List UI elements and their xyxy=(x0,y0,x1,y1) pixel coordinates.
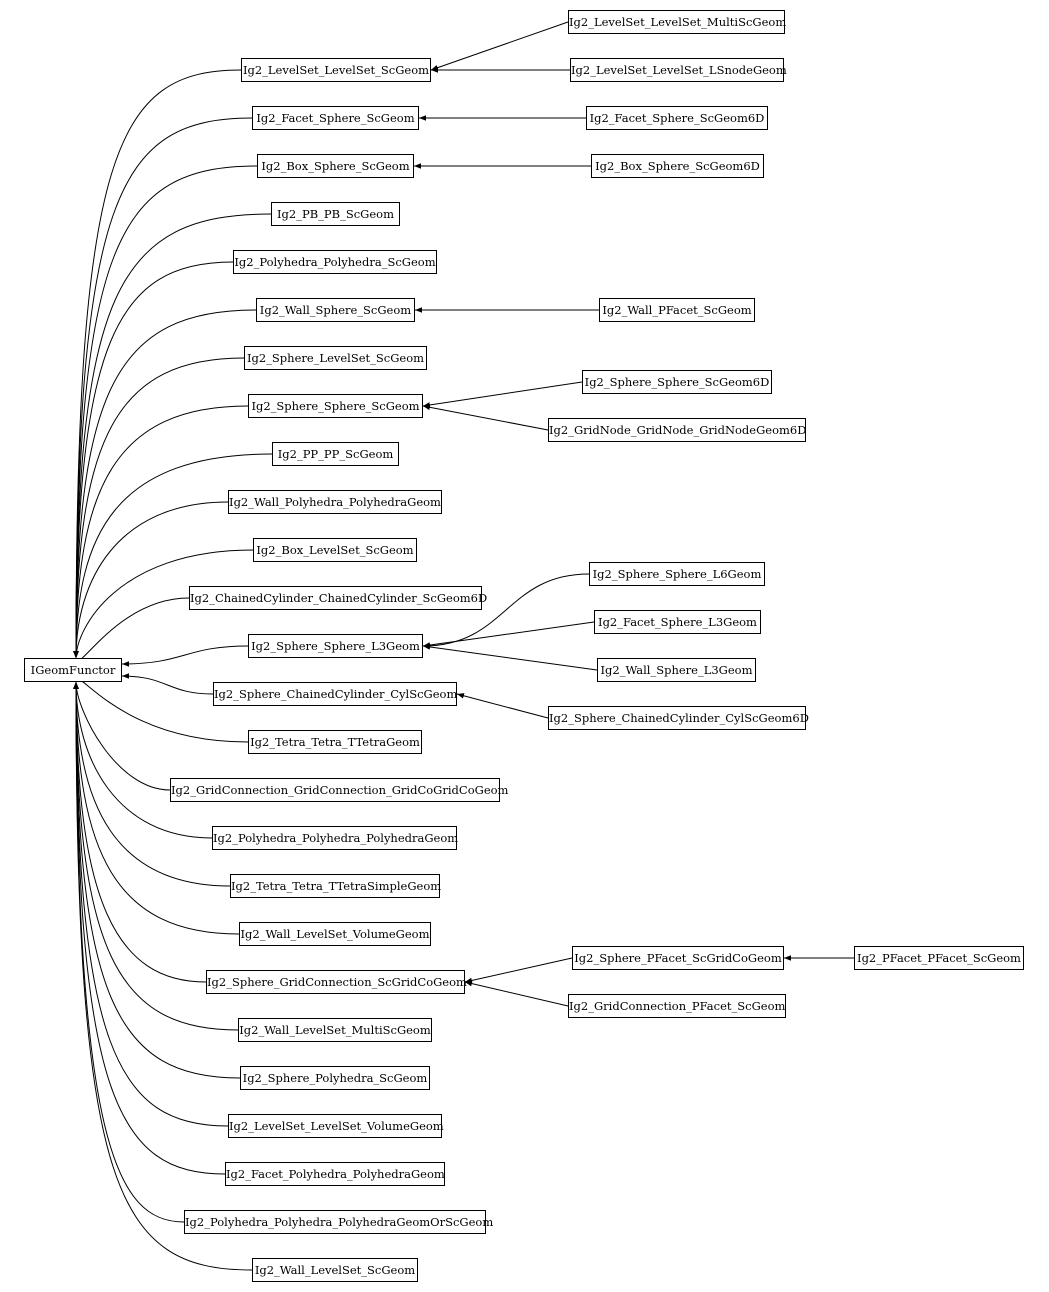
class-node-ig2-box-sphere-scgeom6d[interactable]: Ig2_Box_Sphere_ScGeom6D xyxy=(591,154,764,178)
edge-ig2-gridconnection-gridconnection-gridcogridcogeom-to-igeomfunctor xyxy=(73,681,171,791)
class-node-ig2-tetra-tetra-ttetrasimplegeom[interactable]: Ig2_Tetra_Tetra_TTetraSimpleGeom xyxy=(230,874,441,898)
edge-ig2-box-sphere-scgeom-to-igeomfunctor xyxy=(73,165,258,659)
class-node-ig2-facet-sphere-l3geom[interactable]: Ig2_Facet_Sphere_L3Geom xyxy=(594,610,761,634)
edge-ig2-sphere-sphere-l3geom-to-igeomfunctor xyxy=(121,645,249,667)
class-node-ig2-wall-pfacet-scgeom[interactable]: Ig2_Wall_PFacet_ScGeom xyxy=(599,298,755,322)
edge-ig2-wall-levelset-multiscgeom-to-igeomfunctor xyxy=(73,681,239,1031)
edge-ig2-levelset-levelset-multiscgeom-to-ig2-levelset-levelset-scgeom xyxy=(430,21,569,71)
class-node-ig2-sphere-chainedcylinder-cylscgeom[interactable]: Ig2_Sphere_ChainedCylinder_CylScGeom xyxy=(213,682,457,706)
class-node-ig2-facet-sphere-scgeom[interactable]: Ig2_Facet_Sphere_ScGeom xyxy=(252,106,419,130)
class-node-ig2-sphere-pfacet-scgridcogeom[interactable]: Ig2_Sphere_PFacet_ScGridCoGeom xyxy=(572,946,784,970)
class-node-ig2-gridconnection-gridconnection-gridcogridcogeom[interactable]: Ig2_GridConnection_GridConnection_GridCo… xyxy=(170,778,508,802)
edge-ig2-sphere-sphere-scgeom6d-to-ig2-sphere-sphere-scgeom xyxy=(422,381,583,408)
edge-ig2-sphere-chainedcylinder-cylscgeom-to-igeomfunctor xyxy=(121,673,214,695)
class-node-ig2-wall-levelset-scgeom[interactable]: Ig2_Wall_LevelSet_ScGeom xyxy=(252,1258,418,1282)
edge-ig2-levelset-levelset-scgeom-to-igeomfunctor xyxy=(73,69,242,659)
edge-ig2-sphere-polyhedra-scgeom-to-igeomfunctor xyxy=(73,681,241,1079)
edge-ig2-levelset-levelset-volumegeom-to-igeomfunctor xyxy=(73,681,229,1127)
edge-ig2-facet-sphere-scgeom-to-igeomfunctor xyxy=(73,117,253,659)
class-node-ig2-wall-levelset-volumegeom[interactable]: Ig2_Wall_LevelSet_VolumeGeom xyxy=(239,922,431,946)
class-node-ig2-sphere-sphere-scgeom[interactable]: Ig2_Sphere_Sphere_ScGeom xyxy=(248,394,423,418)
class-node-ig2-sphere-sphere-l6geom[interactable]: Ig2_Sphere_Sphere_L6Geom xyxy=(589,562,765,586)
edge-ig2-facet-sphere-l3geom-to-ig2-sphere-sphere-l3geom xyxy=(422,621,595,648)
class-node-ig2-wall-sphere-scgeom[interactable]: Ig2_Wall_Sphere_ScGeom xyxy=(256,298,415,322)
edge-ig2-chainedcylinder-chainedcylinder-scgeom6d-to-igeomfunctor xyxy=(73,597,190,666)
edge-ig2-wall-sphere-l3geom-to-ig2-sphere-sphere-l3geom xyxy=(422,644,598,671)
class-node-ig2-box-levelset-scgeom[interactable]: Ig2_Box_LevelSet_ScGeom xyxy=(253,538,417,562)
edge-ig2-polyhedra-polyhedra-scgeom-to-igeomfunctor xyxy=(73,261,234,659)
class-node-ig2-polyhedra-polyhedra-scgeom[interactable]: Ig2_Polyhedra_Polyhedra_ScGeom xyxy=(233,250,437,274)
edge-ig2-box-levelset-scgeom-to-igeomfunctor xyxy=(73,549,254,659)
class-node-ig2-facet-sphere-scgeom6d[interactable]: Ig2_Facet_Sphere_ScGeom6D xyxy=(586,106,768,130)
class-node-ig2-chainedcylinder-chainedcylinder-scgeom6d[interactable]: Ig2_ChainedCylinder_ChainedCylinder_ScGe… xyxy=(189,586,487,610)
edge-ig2-wall-levelset-scgeom-to-igeomfunctor xyxy=(73,681,253,1271)
class-node-ig2-wall-levelset-multiscgeom[interactable]: Ig2_Wall_LevelSet_MultiScGeom xyxy=(238,1018,432,1042)
class-node-ig2-box-sphere-scgeom[interactable]: Ig2_Box_Sphere_ScGeom xyxy=(257,154,414,178)
edge-ig2-wall-levelset-volumegeom-to-igeomfunctor xyxy=(73,681,240,935)
edge-ig2-sphere-gridconnection-scgridcogeom-to-igeomfunctor xyxy=(73,681,207,983)
edge-ig2-polyhedra-polyhedra-polyhedrageom-to-igeomfunctor xyxy=(73,681,213,839)
class-node-ig2-sphere-sphere-scgeom6d[interactable]: Ig2_Sphere_Sphere_ScGeom6D xyxy=(582,370,772,394)
edge-ig2-gridconnection-pfacet-scgeom-to-ig2-sphere-gridconnection-scgridcogeom xyxy=(464,980,569,1007)
edge-ig2-wall-polyhedra-polyhedrageom-to-igeomfunctor xyxy=(73,501,229,659)
class-node-ig2-sphere-sphere-l3geom[interactable]: Ig2_Sphere_Sphere_L3Geom xyxy=(248,634,423,658)
class-node-ig2-levelset-levelset-volumegeom[interactable]: Ig2_LevelSet_LevelSet_VolumeGeom xyxy=(228,1114,444,1138)
edge-ig2-sphere-sphere-scgeom-to-igeomfunctor xyxy=(73,405,249,659)
edge-ig2-tetra-tetra-ttetrasimplegeom-to-igeomfunctor xyxy=(73,681,231,887)
class-node-ig2-sphere-levelset-scgeom[interactable]: Ig2_Sphere_LevelSet_ScGeom xyxy=(244,346,427,370)
edge-ig2-sphere-pfacet-scgridcogeom-to-ig2-sphere-gridconnection-scgridcogeom xyxy=(464,957,573,984)
edge-ig2-sphere-levelset-scgeom-to-igeomfunctor xyxy=(73,357,245,659)
class-node-ig2-tetra-tetra-ttetrageom[interactable]: Ig2_Tetra_Tetra_TTetraGeom xyxy=(248,730,422,754)
class-node-ig2-wall-polyhedra-polyhedrageom[interactable]: Ig2_Wall_Polyhedra_PolyhedraGeom xyxy=(228,490,442,514)
edge-ig2-pb-pb-scgeom-to-igeomfunctor xyxy=(73,213,272,659)
class-node-ig2-sphere-gridconnection-scgridcogeom[interactable]: Ig2_Sphere_GridConnection_ScGridCoGeom xyxy=(206,970,467,994)
class-node-igeomfunctor[interactable]: IGeomFunctor xyxy=(24,658,122,682)
edge-ig2-sphere-chainedcylinder-cylscgeom6d-to-ig2-sphere-chainedcylinder-cylscgeom xyxy=(456,693,549,719)
class-node-ig2-wall-sphere-l3geom[interactable]: Ig2_Wall_Sphere_L3Geom xyxy=(597,658,756,682)
class-node-ig2-facet-polyhedra-polyhedrageom[interactable]: Ig2_Facet_Polyhedra_PolyhedraGeom xyxy=(225,1162,445,1186)
class-node-ig2-sphere-polyhedra-scgeom[interactable]: Ig2_Sphere_Polyhedra_ScGeom xyxy=(240,1066,430,1090)
class-node-ig2-pp-pp-scgeom[interactable]: Ig2_PP_PP_ScGeom xyxy=(272,442,399,466)
edge-ig2-pp-pp-scgeom-to-igeomfunctor xyxy=(73,453,273,659)
edge-ig2-gridnode-gridnode-gridnodegeom6d-to-ig2-sphere-sphere-scgeom xyxy=(422,404,549,431)
class-node-ig2-sphere-chainedcylinder-cylscgeom6d[interactable]: Ig2_Sphere_ChainedCylinder_CylScGeom6D xyxy=(548,706,809,730)
class-node-ig2-polyhedra-polyhedra-polyhedrageomorscgeom[interactable]: Ig2_Polyhedra_Polyhedra_PolyhedraGeomOrS… xyxy=(184,1210,493,1234)
edge-ig2-polyhedra-polyhedra-polyhedrageomorscgeom-to-igeomfunctor xyxy=(73,681,185,1223)
class-node-ig2-levelset-levelset-scgeom[interactable]: Ig2_LevelSet_LevelSet_ScGeom xyxy=(241,58,431,82)
class-node-ig2-levelset-levelset-lsnodegeom[interactable]: Ig2_LevelSet_LevelSet_LSnodeGeom xyxy=(570,58,787,82)
class-node-ig2-gridconnection-pfacet-scgeom[interactable]: Ig2_GridConnection_PFacet_ScGeom xyxy=(568,994,786,1018)
class-node-ig2-levelset-levelset-multiscgeom[interactable]: Ig2_LevelSet_LevelSet_MultiScGeom xyxy=(568,10,786,34)
class-node-ig2-pfacet-pfacet-scgeom[interactable]: Ig2_PFacet_PFacet_ScGeom xyxy=(854,946,1024,970)
edge-ig2-sphere-sphere-l6geom-to-ig2-sphere-sphere-l3geom xyxy=(422,573,590,649)
class-node-ig2-polyhedra-polyhedra-polyhedrageom[interactable]: Ig2_Polyhedra_Polyhedra_PolyhedraGeom xyxy=(212,826,458,850)
edge-ig2-wall-sphere-scgeom-to-igeomfunctor xyxy=(73,309,257,659)
class-node-ig2-gridnode-gridnode-gridnodegeom6d[interactable]: Ig2_GridNode_GridNode_GridNodeGeom6D xyxy=(548,418,806,442)
class-node-ig2-pb-pb-scgeom[interactable]: Ig2_PB_PB_ScGeom xyxy=(271,202,400,226)
edge-ig2-facet-polyhedra-polyhedrageom-to-igeomfunctor xyxy=(73,681,226,1175)
